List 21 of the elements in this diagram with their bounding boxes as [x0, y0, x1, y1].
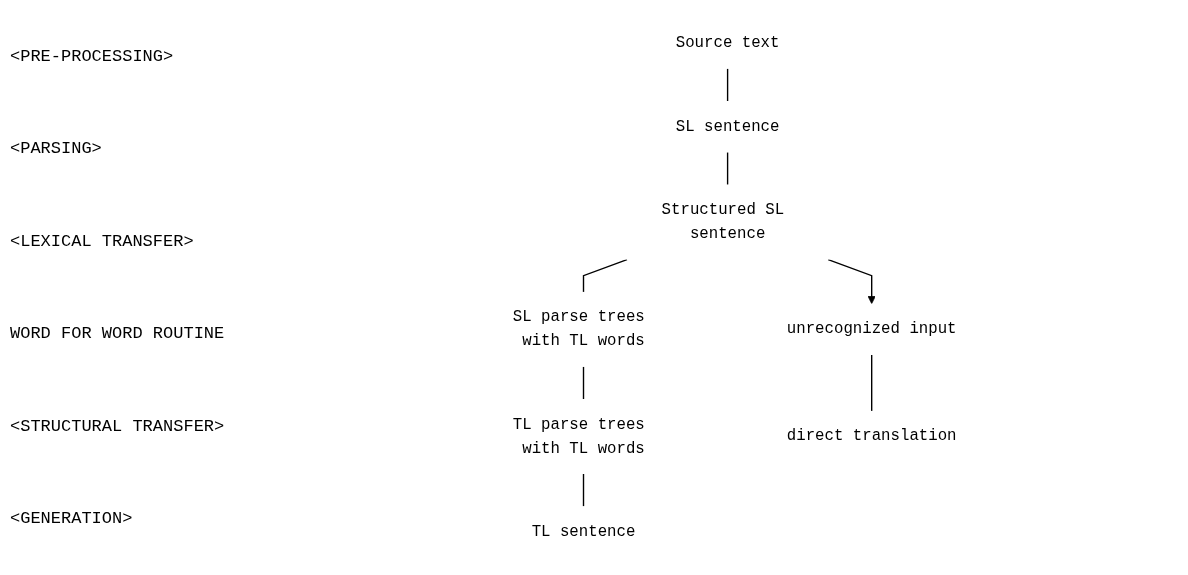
connector	[583, 473, 585, 507]
stage-label: <STRUCTURAL TRANSFER>	[10, 416, 226, 436]
node-text: TL sentence	[531, 522, 636, 541]
node-text: direct translation	[787, 427, 957, 446]
arrow	[827, 258, 876, 305]
connector	[583, 258, 628, 293]
connector	[727, 68, 729, 102]
stage-label: <PRE-PROCESSING>	[10, 46, 175, 66]
node-text: Structured SL sentence	[661, 201, 785, 243]
node-text: SL parse trees with TL words	[512, 308, 645, 350]
stage-label: <PARSING>	[10, 139, 103, 159]
node-text: SL sentence	[675, 117, 780, 136]
stage-label: <LEXICAL TRANSFER>	[10, 231, 195, 251]
node-text: TL parse trees with TL words	[512, 415, 645, 457]
connector	[871, 354, 873, 412]
stage-label: <GENERATION>	[10, 509, 134, 529]
connector	[583, 366, 585, 400]
connector	[727, 151, 729, 186]
stage-label: WORD FOR WORD ROUTINE	[10, 324, 226, 344]
node-text: unrecognized input	[787, 320, 957, 338]
node-text: Source text	[675, 34, 780, 52]
